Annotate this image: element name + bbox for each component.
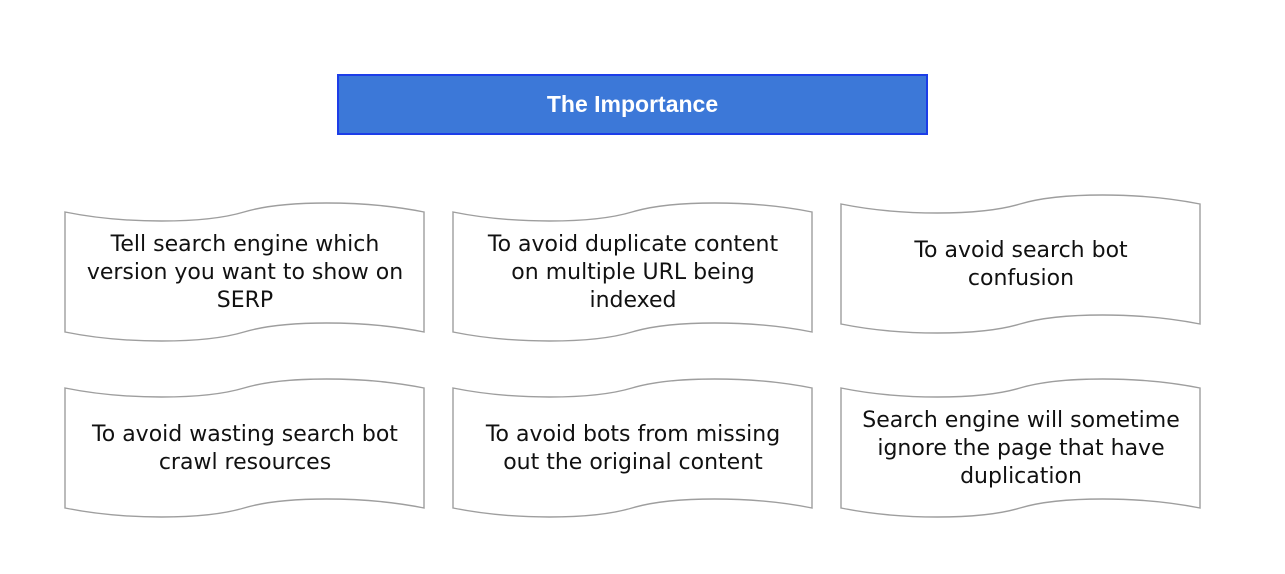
card-6: Search engine will sometime ignore the p…: [840, 374, 1202, 524]
banner-shape-5: [452, 378, 813, 518]
banner-shape-4: [64, 378, 425, 518]
diagram-title: The Importance: [546, 91, 719, 117]
card-label-2: To avoid duplicate content on multiple U…: [487, 232, 779, 313]
card-2: To avoid duplicate content on multiple U…: [452, 198, 814, 348]
card-label-6: Search engine will sometime ignore the p…: [862, 408, 1180, 489]
banner-shape-1: [64, 202, 425, 342]
banner-shape-6: [840, 378, 1201, 518]
card-label-5: To avoid bots from missing out the origi…: [485, 422, 781, 475]
title-box: The Importance: [337, 74, 928, 135]
card-1: Tell search engine which version you wan…: [64, 198, 426, 348]
card-3: To avoid search bot confusion: [840, 190, 1202, 340]
card-label-1: Tell search engine which version you wan…: [86, 232, 404, 313]
banner-shape-2: [452, 202, 813, 342]
card-5: To avoid bots from missing out the origi…: [452, 374, 814, 524]
banner-shape-3: [840, 194, 1201, 334]
card-4: To avoid wasting search bot crawl resour…: [64, 374, 426, 524]
card-label-3: To avoid search bot confusion: [914, 238, 1128, 291]
card-label-4: To avoid wasting search bot crawl resour…: [92, 422, 398, 475]
